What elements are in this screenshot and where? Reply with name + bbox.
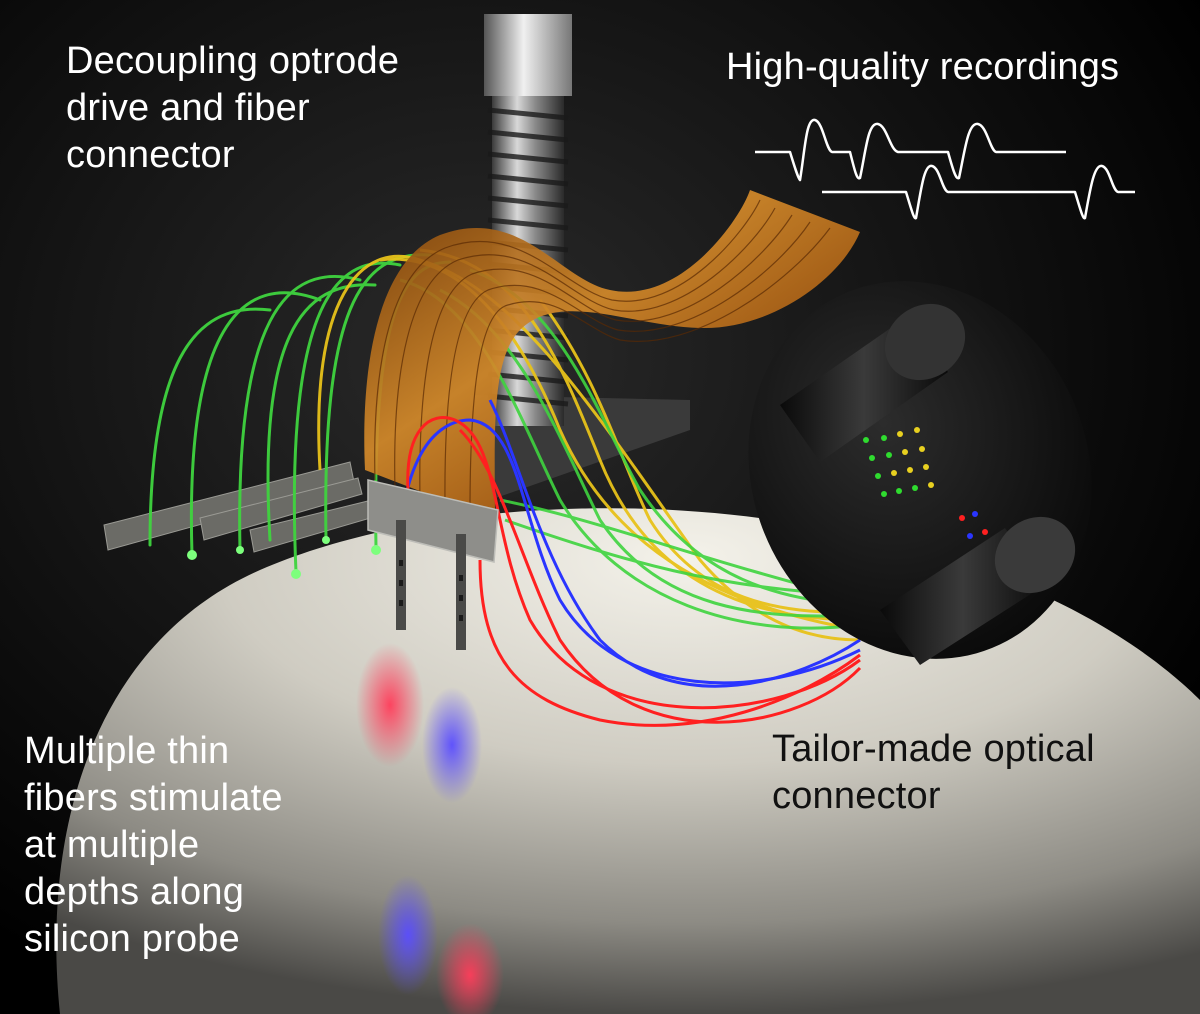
connector-pin-bottom bbox=[880, 516, 1076, 665]
label-recordings: High-quality recordings bbox=[726, 46, 1120, 88]
label-optical-connector: Tailor-made optical connector bbox=[772, 728, 1095, 817]
blue-fibers bbox=[398, 399, 861, 688]
connector-pin-top bbox=[780, 303, 966, 462]
red-light-spot-upper bbox=[356, 643, 424, 767]
flex-cable-traces bbox=[374, 199, 831, 513]
blue-light-spot-upper bbox=[422, 687, 482, 803]
red-fibers bbox=[406, 416, 862, 727]
connector-fiber-dots bbox=[863, 427, 988, 539]
flex-cable bbox=[364, 190, 860, 520]
recording-trace-bottom bbox=[822, 164, 1135, 220]
optical-connector bbox=[748, 281, 1092, 665]
silicon-probe bbox=[367, 479, 499, 650]
fiber-tip-glows bbox=[187, 536, 381, 579]
recording-traces bbox=[755, 118, 1135, 220]
label-drive-connector: Decoupling optrode drive and fiber conne… bbox=[66, 40, 400, 176]
recording-trace-top bbox=[755, 118, 1066, 182]
red-light-spot-lower bbox=[436, 923, 504, 1014]
label-multiple-fibers: Multiple thin fibers stimulate at multip… bbox=[24, 730, 283, 960]
drive-screw-head bbox=[484, 14, 572, 96]
blue-light-spot-lower bbox=[378, 875, 438, 995]
